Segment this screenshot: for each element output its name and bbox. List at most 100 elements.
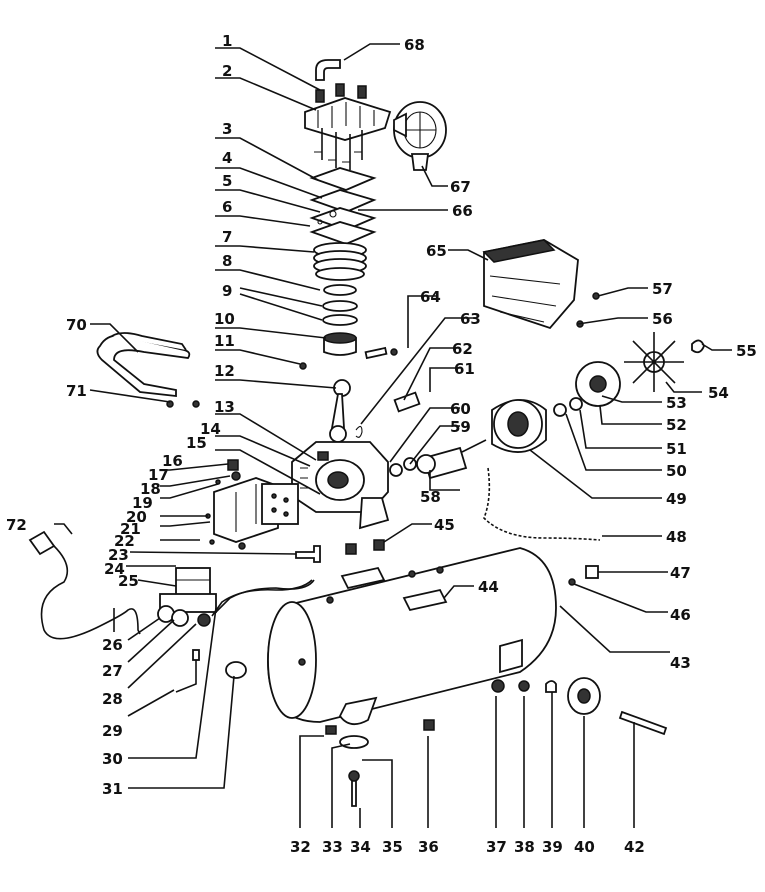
callout-26: 26 <box>102 636 123 654</box>
air-tank <box>267 547 557 726</box>
callout-68: 68 <box>404 36 425 54</box>
callout-11: 11 <box>214 332 235 350</box>
piston-ring <box>322 300 358 312</box>
rotor <box>416 439 487 480</box>
callout-54: 54 <box>708 384 729 402</box>
clip <box>691 339 705 354</box>
callout-27: 27 <box>102 662 123 680</box>
callout-2: 2 <box>222 62 232 80</box>
hose <box>175 654 197 693</box>
callout-20: 20 <box>126 508 147 526</box>
callout-24: 24 <box>104 560 125 578</box>
callout-34: 34 <box>350 838 371 856</box>
callout-64: 64 <box>420 288 441 306</box>
callout-49: 49 <box>666 490 687 508</box>
callout-labels: 1 2 3 4 5 6 7 8 9 10 11 12 13 14 15 16 1… <box>6 32 757 856</box>
fan <box>624 332 684 392</box>
callout-57: 57 <box>652 280 673 298</box>
gauge <box>225 661 247 679</box>
seal <box>569 397 583 411</box>
wheel <box>567 677 601 715</box>
callout-48: 48 <box>666 528 687 546</box>
callout-65: 65 <box>426 242 447 260</box>
parts-drawing <box>28 59 705 807</box>
callout-30: 30 <box>102 750 123 768</box>
wrist-pin <box>364 346 388 360</box>
nut <box>345 543 357 555</box>
callout-59: 59 <box>450 418 471 436</box>
connecting-rod <box>329 379 351 443</box>
valve-plates <box>309 167 377 245</box>
callout-29: 29 <box>102 722 123 740</box>
callout-46: 46 <box>670 606 691 624</box>
callout-38: 38 <box>514 838 535 856</box>
fan-shroud <box>482 239 579 330</box>
fan-housing <box>575 361 621 407</box>
valve <box>585 565 599 579</box>
callout-51: 51 <box>666 440 687 458</box>
piston-ring <box>323 284 357 296</box>
callout-14: 14 <box>200 420 221 438</box>
callout-10: 10 <box>214 310 235 328</box>
bearing <box>389 463 403 477</box>
callout-60: 60 <box>450 400 471 418</box>
callout-72: 72 <box>6 516 27 534</box>
callout-67: 67 <box>450 178 471 196</box>
regulator-assembly <box>157 567 315 627</box>
air-filter <box>393 101 447 171</box>
callout-9: 9 <box>222 282 232 300</box>
callout-40: 40 <box>574 838 595 856</box>
callout-56: 56 <box>652 310 673 328</box>
callout-18: 18 <box>140 480 161 498</box>
callout-35: 35 <box>382 838 403 856</box>
callout-44: 44 <box>478 578 499 596</box>
callout-50: 50 <box>666 462 687 480</box>
callout-58: 58 <box>420 488 441 506</box>
nut <box>373 539 385 551</box>
leader-lines <box>54 43 732 828</box>
callout-3: 3 <box>222 120 232 138</box>
power-cord <box>28 530 141 640</box>
callout-55: 55 <box>736 342 757 360</box>
callout-6: 6 <box>222 198 232 216</box>
callout-22: 22 <box>114 532 135 550</box>
motor-stator <box>491 399 547 453</box>
callout-66: 66 <box>452 202 473 220</box>
callout-19: 19 <box>132 494 153 512</box>
callout-7: 7 <box>222 228 232 246</box>
callout-37: 37 <box>486 838 507 856</box>
callout-13: 13 <box>214 398 235 416</box>
piston-ring <box>322 314 358 326</box>
callout-36: 36 <box>418 838 439 856</box>
callout-4: 4 <box>222 149 232 167</box>
callout-53: 53 <box>666 394 687 412</box>
axle-bolt <box>618 710 668 736</box>
callout-31: 31 <box>102 780 123 798</box>
callout-28: 28 <box>102 690 123 708</box>
callout-39: 39 <box>542 838 563 856</box>
delivery-pipe <box>483 467 601 541</box>
tee-fitting <box>295 545 321 563</box>
callout-5: 5 <box>222 172 232 190</box>
callout-15: 15 <box>186 434 207 452</box>
elbow-fitting <box>315 59 341 81</box>
cylinder <box>313 242 367 281</box>
callout-62: 62 <box>452 340 473 358</box>
callout-47: 47 <box>670 564 691 582</box>
callout-71: 71 <box>66 382 87 400</box>
callout-33: 33 <box>322 838 343 856</box>
callout-23: 23 <box>108 546 129 564</box>
callout-16: 16 <box>162 452 183 470</box>
callout-70: 70 <box>66 316 87 334</box>
callout-1: 1 <box>222 32 232 50</box>
callout-32: 32 <box>290 838 311 856</box>
callout-25: 25 <box>118 572 139 590</box>
carry-handle <box>96 332 200 408</box>
callout-21: 21 <box>120 520 141 538</box>
callout-63: 63 <box>460 310 481 328</box>
cylinder-head <box>304 83 392 170</box>
callout-42: 42 <box>624 838 645 856</box>
seal <box>553 403 567 417</box>
